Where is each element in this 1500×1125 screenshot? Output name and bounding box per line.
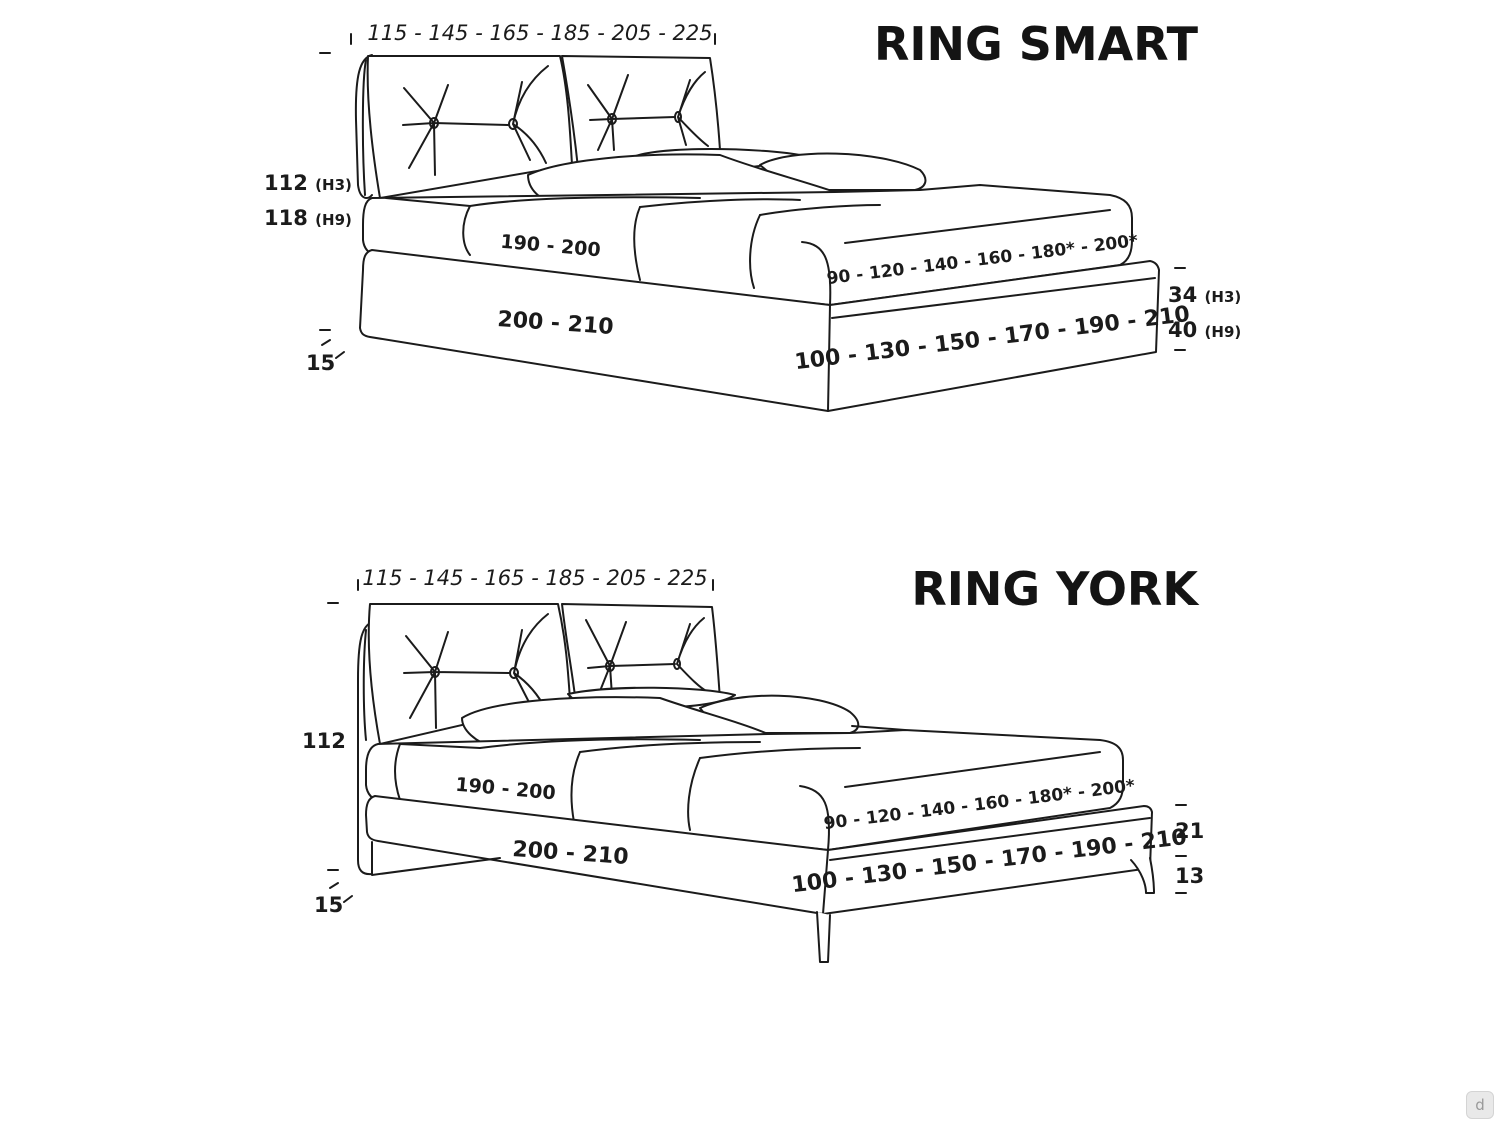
ring-smart-base-height-h3: 34 (H3) [1168,283,1241,307]
ring-york-frame-height: 21 [1175,819,1204,843]
ring-smart-height-h9: 118 (H9) [264,206,352,230]
brand-logo-icon: d [1466,1091,1494,1119]
ring-york-headboard-depth: 15 [314,893,343,917]
ring-smart-diagram: RING SMART 115 - 145 - 165 - 185 - 205 -… [264,17,1241,412]
ring-york-diagram: RING YORK 115 - 145 - 165 - 185 - 205 - … [302,562,1204,963]
ring-smart-base-height-h9: 40 (H9) [1168,318,1241,342]
ring-smart-headboard-depth: 15 [306,351,335,375]
ring-york-leg-height: 13 [1175,864,1204,888]
ring-york-title: RING YORK [911,562,1200,616]
ring-smart-title: RING SMART [874,17,1199,71]
ring-smart-height-h3: 112 (H3) [264,171,352,195]
ring-york-width-dims: 115 - 145 - 165 - 185 - 205 - 225 [362,566,707,590]
ring-smart-width-dims: 115 - 145 - 165 - 185 - 205 - 225 [367,21,712,45]
ring-york-height: 112 [302,729,346,753]
